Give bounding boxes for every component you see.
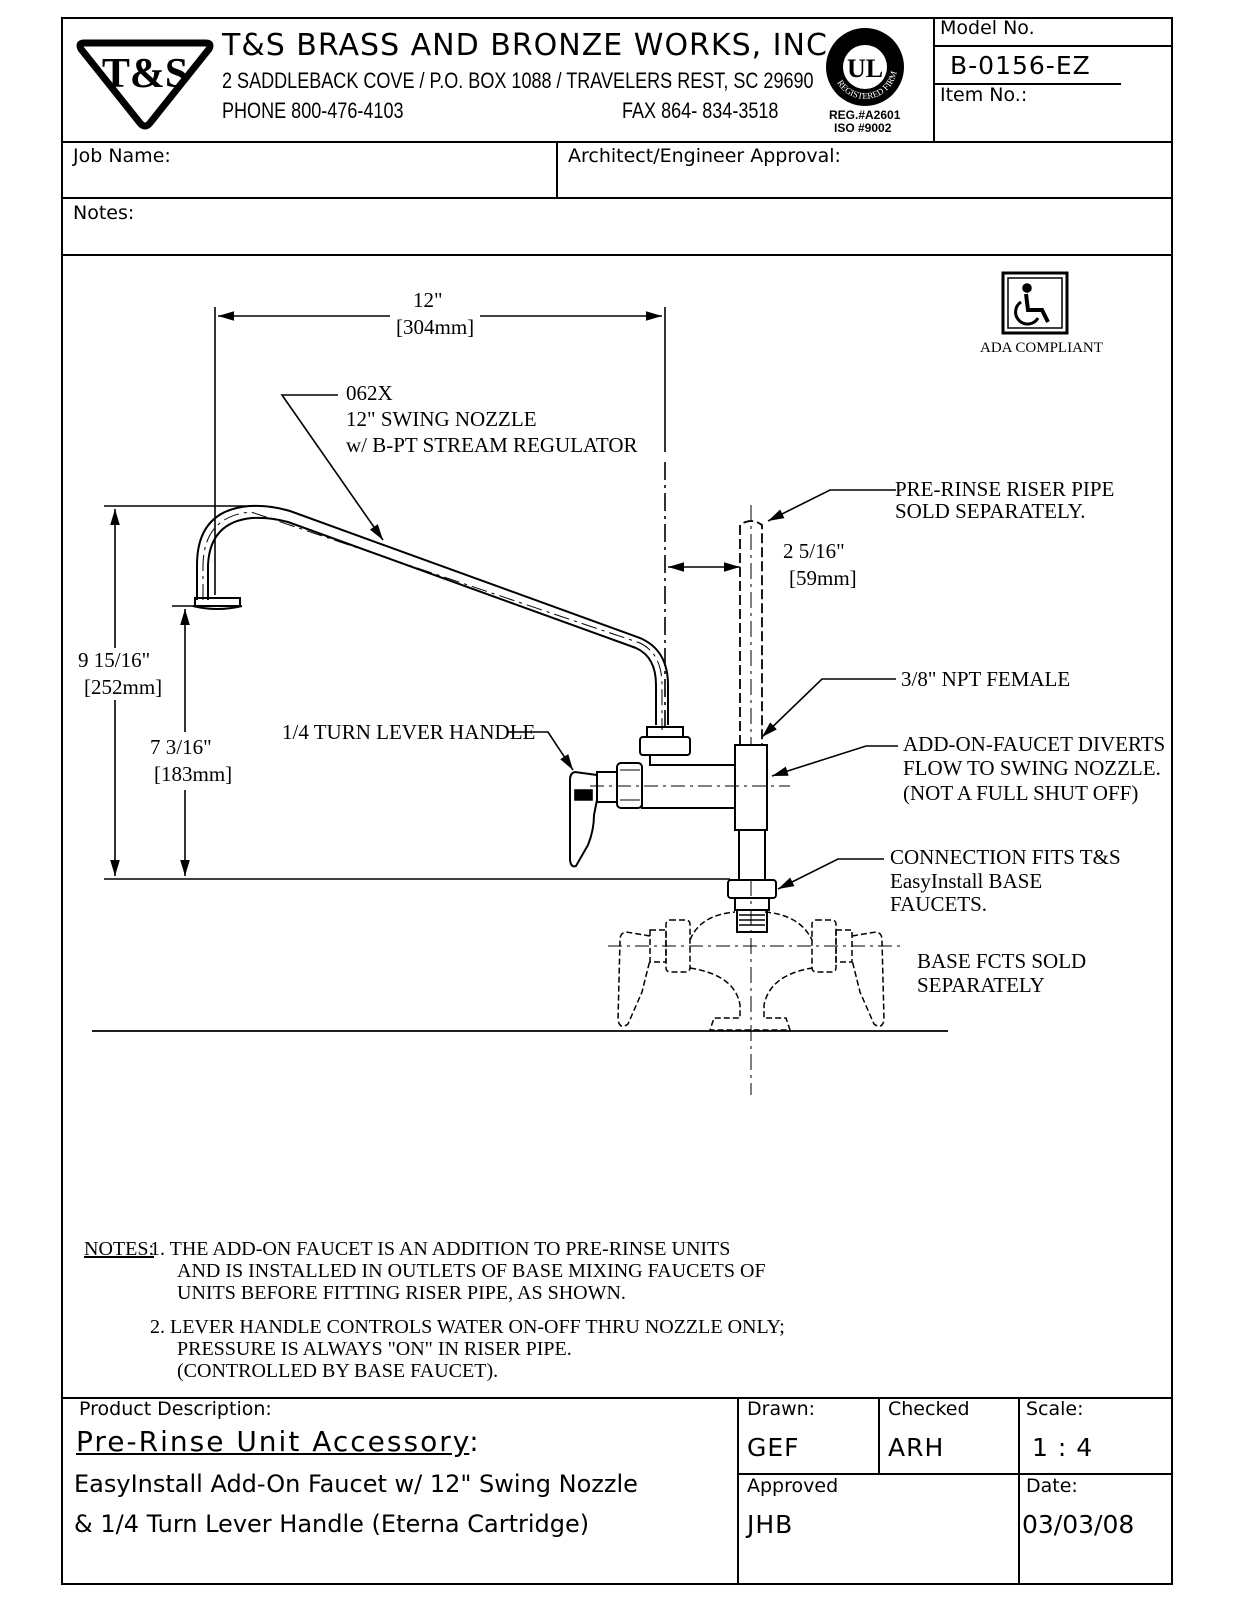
scale-label: Scale:	[1026, 1398, 1084, 1420]
scale-value: 1 : 4	[1032, 1433, 1094, 1462]
header-divider	[933, 17, 935, 142]
model-value: B-0156-EZ	[950, 51, 1091, 80]
notes-label: Notes:	[73, 202, 135, 224]
callout-base-1: BASE FCTS SOLD	[917, 949, 1086, 973]
callout-connection-3: FAUCETS.	[890, 892, 987, 916]
notes-heading: NOTES:	[84, 1238, 154, 1260]
callout-handle: 1/4 TURN LEVER HANDLE	[282, 720, 535, 744]
job-name-label: Job Name:	[73, 145, 171, 167]
job-bottom-line	[61, 197, 1173, 199]
dim-height: 9 15/16"	[78, 648, 150, 672]
product-title-colon: :	[469, 1425, 481, 1458]
title-block-mid	[737, 1473, 1173, 1475]
company-fax: FAX 864- 834-3518	[622, 98, 779, 123]
job-divider	[556, 141, 558, 198]
callout-riser-1: PRE-RINSE RISER PIPE	[895, 477, 1114, 501]
date-label: Date:	[1026, 1475, 1078, 1497]
approved-value: JHB	[747, 1510, 794, 1539]
dim-height-mm: [252mm]	[84, 675, 162, 699]
company-phone: PHONE 800-476-4103	[222, 98, 404, 123]
model-divider	[933, 45, 1173, 47]
note-1: 1. THE ADD-ON FAUCET IS AN ADDITION TO P…	[150, 1238, 766, 1304]
callout-nozzle-3: w/ B-PT STREAM REGULATOR	[346, 433, 638, 457]
callout-divert-2: FLOW TO SWING NOZZLE.	[903, 756, 1161, 780]
ul-mark: UL REGISTERED FIRM	[826, 28, 904, 106]
ts-logo: T&S	[76, 39, 214, 130]
product-description-1: EasyInstall Add-On Faucet w/ 12" Swing N…	[74, 1470, 638, 1498]
model-label: Model No.	[940, 17, 1035, 39]
dim-offset: 2 5/16"	[783, 539, 845, 563]
note-1-line-2: AND IS INSTALLED IN OUTLETS OF BASE MIXI…	[177, 1260, 766, 1282]
checked-value: ARH	[888, 1433, 945, 1462]
note-2-line-1: 2. LEVER HANDLE CONTROLS WATER ON-OFF TH…	[150, 1316, 785, 1338]
ada-label: ADA COMPLIANT	[980, 340, 1103, 356]
callout-divert-3: (NOT A FULL SHUT OFF)	[903, 781, 1138, 805]
model-underline	[933, 83, 1121, 85]
ul-text: UL	[847, 54, 883, 83]
dim-offset-mm: [59mm]	[789, 566, 857, 590]
note-2: 2. LEVER HANDLE CONTROLS WATER ON-OFF TH…	[150, 1316, 785, 1382]
product-title: Pre-Rinse Unit Accessory	[76, 1425, 470, 1458]
approved-label: Approved	[747, 1475, 839, 1497]
product-description-label: Product Description:	[79, 1398, 272, 1420]
reg-number: REG.#A2601	[829, 108, 901, 122]
title-divider-2	[878, 1397, 880, 1473]
title-divider-3	[1018, 1397, 1020, 1585]
callout-npt: 3/8" NPT FEMALE	[901, 667, 1070, 691]
checked-label: Checked	[888, 1398, 970, 1420]
notes-bottom-line	[61, 254, 1173, 256]
date-value: 03/03/08	[1022, 1510, 1135, 1539]
company-address: 2 SADDLEBACK COVE / P.O. BOX 1088 / TRAV…	[222, 68, 814, 93]
callout-riser-2: SOLD SEPARATELY.	[895, 499, 1085, 523]
item-label: Item No.:	[940, 84, 1028, 106]
title-block-top	[61, 1397, 1173, 1399]
ada-icon	[1001, 271, 1069, 335]
company-name: T&S BRASS AND BRONZE WORKS, INC.	[222, 28, 839, 63]
product-title-line: Pre-Rinse Unit Accessory:	[76, 1425, 481, 1458]
note-1-line-3: UNITS BEFORE FITTING RISER PIPE, AS SHOW…	[177, 1282, 626, 1304]
callout-base-2: SEPARATELY	[917, 973, 1045, 997]
header-bottom-line	[61, 141, 1173, 143]
callout-connection-1: CONNECTION FITS T&S	[890, 845, 1121, 869]
callout-divert-1: ADD-ON-FAUCET DIVERTS	[903, 732, 1165, 756]
architect-approval-label: Architect/Engineer Approval:	[568, 145, 841, 167]
faucet-drawing: 12" [304mm] 9 15/16" [252mm] 7 3/16" [18…	[78, 271, 1165, 1095]
dim-outlet: 7 3/16"	[150, 735, 212, 759]
dim-outlet-mm: [183mm]	[154, 762, 232, 786]
callout-connection-2: EasyInstall BASE	[890, 869, 1042, 893]
dim-width-mm: [304mm]	[396, 315, 474, 339]
note-2-line-2: PRESSURE IS ALWAYS "ON" IN RISER PIPE.	[177, 1338, 572, 1360]
note-1-line-1: 1. THE ADD-ON FAUCET IS AN ADDITION TO P…	[150, 1238, 731, 1260]
drawing-frame	[61, 17, 1173, 1585]
drawn-value: GEF	[747, 1433, 800, 1462]
callout-nozzle-1: 062X	[346, 381, 393, 405]
title-divider-1	[737, 1397, 739, 1585]
callout-nozzle-2: 12" SWING NOZZLE	[346, 407, 537, 431]
iso-number: ISO #9002	[834, 121, 892, 135]
note-2-line-3: (CONTROLLED BY BASE FAUCET).	[177, 1360, 499, 1382]
dim-width: 12"	[413, 288, 443, 312]
logo-text: T&S	[102, 51, 188, 97]
drawn-label: Drawn:	[747, 1398, 816, 1420]
product-description-2: & 1/4 Turn Lever Handle (Eterna Cartridg…	[74, 1510, 590, 1538]
